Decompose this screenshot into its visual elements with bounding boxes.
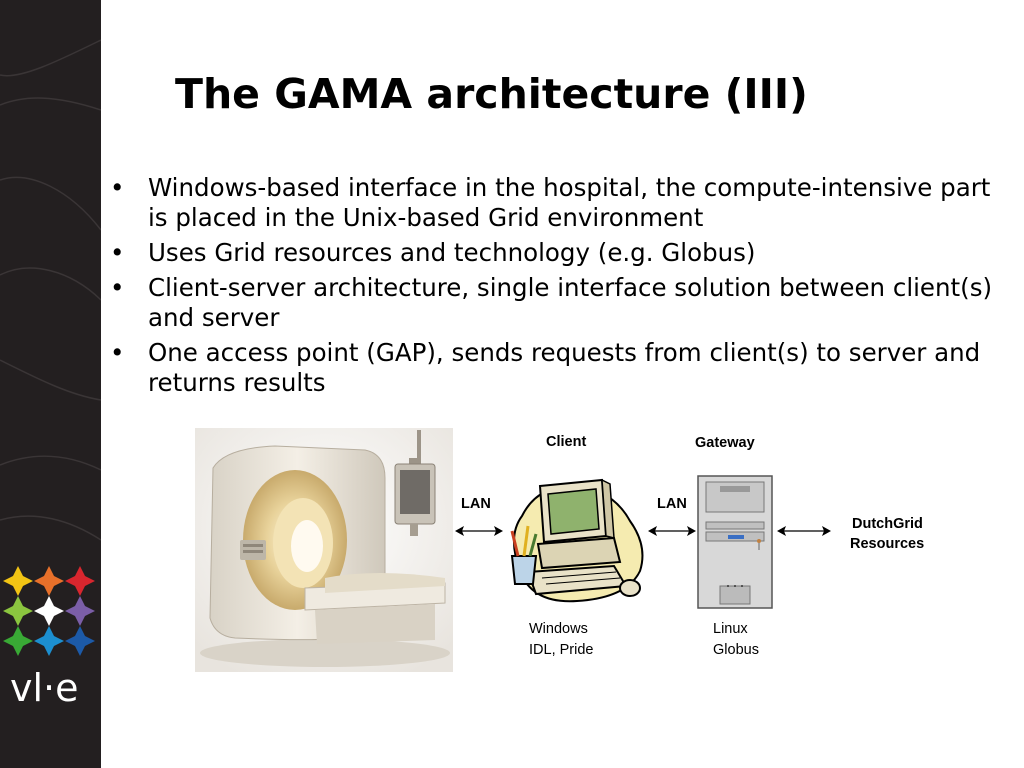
client-caption-line2: IDL, Pride [529, 642, 594, 658]
gateway-server-icon [697, 475, 773, 609]
logo-star-icon [34, 596, 64, 626]
logo-star-icon [34, 626, 64, 656]
bullet-dot-icon: • [110, 173, 125, 202]
logo-star-icon [65, 596, 95, 626]
resources-label-line1: DutchGrid [852, 516, 923, 532]
logo-star-icon [3, 596, 33, 626]
bullet-item: • Windows-based interface in the hospital… [110, 173, 1015, 233]
lan-arrow-left-icon [455, 526, 503, 536]
logo-star-icon [3, 566, 33, 596]
resources-label-line2: Resources [850, 536, 925, 552]
client-caption-line1: Windows [529, 621, 588, 637]
bullet-item: • Uses Grid resources and technology (e.g… [110, 238, 1015, 268]
gateway-title: Gateway [695, 435, 755, 451]
lan-arrow-right-icon [648, 526, 696, 536]
bullet-text: Uses Grid resources and technology (e.g.… [148, 238, 756, 267]
bullet-item: • Client-server architecture, single inte… [110, 273, 1015, 333]
client-computer-icon [510, 478, 644, 603]
lan-label-left: LAN [461, 496, 491, 512]
logo-star-icon [34, 566, 64, 596]
bullet-list: • Windows-based interface in the hospital… [110, 173, 1015, 403]
bullet-text: Windows-based interface in the hospital,… [148, 173, 991, 232]
bullet-dot-icon: • [110, 273, 125, 302]
brand-sidebar: vl·e [0, 0, 101, 768]
gateway-caption-line2: Globus [713, 642, 759, 658]
lan-label-right: LAN [657, 496, 687, 512]
logo-star-icon [65, 626, 95, 656]
logo-star-icon [65, 566, 95, 596]
client-title: Client [546, 434, 587, 450]
mri-scanner-image [195, 428, 453, 672]
bullet-item: • One access point (GAP), sends requests … [110, 338, 1015, 398]
architecture-diagram: Client Gateway LAN LAN DutchGrid Resourc… [455, 428, 975, 678]
bullet-dot-icon: • [110, 238, 125, 267]
logo-star-icon [3, 626, 33, 656]
decorative-swirls [0, 39, 101, 541]
slide-title: The GAMA architecture (III) [175, 70, 808, 118]
resources-arrow-icon [777, 526, 831, 536]
vle-logo-icon [3, 566, 95, 656]
bullet-text: Client-server architecture, single inter… [148, 273, 993, 332]
vle-logo-text: vl·e [10, 666, 79, 710]
gateway-caption-line1: Linux [713, 621, 748, 637]
bullet-dot-icon: • [110, 338, 125, 367]
bullet-text: One access point (GAP), sends requests f… [148, 338, 981, 397]
